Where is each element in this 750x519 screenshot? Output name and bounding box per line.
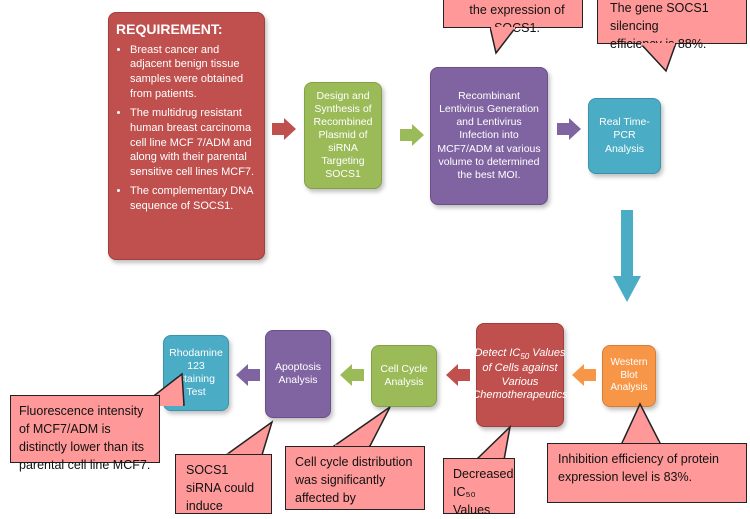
- callout-inhibition-efficiency: Inhibition efficiency of protein express…: [547, 443, 747, 503]
- requirement-list: Breast cancer and adjacent benign tissue…: [116, 43, 257, 218]
- ic50-prefix: Detect IC: [474, 346, 521, 359]
- callout-fluorescence: Fluorescence intensity of MCF7/ADM is di…: [10, 395, 160, 472]
- requirement-item: Breast cancer and adjacent benign tissue…: [130, 43, 257, 102]
- step-design-box: Design and Synthesis of Recombined Plasm…: [304, 82, 382, 189]
- callout-tail: [490, 27, 517, 55]
- callout-tail: [331, 406, 391, 447]
- step-cell-cycle-label: Cell Cycle Analysis: [380, 362, 428, 388]
- requirement-title: REQUIREMENT:: [116, 21, 223, 37]
- ic50-subscript: 50: [520, 351, 530, 361]
- arrow-left-icon: [340, 364, 364, 386]
- ic50-suffix: Values of Cells against Various Chemothe…: [472, 346, 568, 402]
- callout-text: Decreased IC₅₀ Values: [453, 467, 514, 518]
- step-western-box: Western Blot Analysis: [602, 345, 656, 407]
- callout-tail: [620, 402, 662, 444]
- callout-text: Fluorescence intensity of MCF7/ADM is di…: [19, 404, 151, 473]
- requirement-box: REQUIREMENT: Breast cancer and adjacent …: [108, 12, 265, 260]
- callout-text: SOCS1 siRNA could induce: [186, 463, 255, 514]
- step-ic50-label: Detect IC50 Values of Cells against Vari…: [472, 347, 567, 403]
- step-rhodamine-label: Rhodamine 123 Staining Test: [169, 346, 223, 399]
- callout-tail: [640, 43, 677, 73]
- arrow-left-icon: [446, 364, 470, 386]
- arrow-down-icon: [613, 210, 641, 302]
- callout-tail: [474, 425, 512, 461]
- callout-text: Inhibition efficiency of protein express…: [558, 452, 719, 485]
- callout-silencing-efficiency: The gene SOCS1 silencing efficiency is 8…: [597, 0, 747, 51]
- arrow-right-icon: [272, 118, 296, 140]
- step-lentivirus-box: Recombinant Lentivirus Generation and Le…: [430, 67, 548, 205]
- step-apoptosis-box: Apoptosis Analysis: [265, 330, 331, 418]
- step-design-label: Design and Synthesis of Recombined Plasm…: [313, 89, 373, 181]
- step-rhodamine-box: Rhodamine 123 Staining Test: [163, 335, 229, 411]
- arrow-left-icon: [572, 364, 596, 386]
- step-pcr-box: Real Time-PCR Analysis: [588, 98, 661, 174]
- step-cell-cycle-box: Cell Cycle Analysis: [371, 345, 437, 407]
- callout-tail: [223, 420, 274, 456]
- callout-socs1-expression: the expression of SOCS1.: [443, 0, 583, 35]
- arrow-right-icon: [557, 118, 581, 140]
- step-ic50-box: Detect IC50 Values of Cells against Vari…: [472, 323, 568, 427]
- step-western-label: Western Blot Analysis: [610, 357, 648, 394]
- step-lentivirus-label: Recombinant Lentivirus Generation and Le…: [437, 90, 541, 181]
- step-pcr-label: Real Time-PCR Analysis: [599, 116, 650, 155]
- arrow-right-icon: [400, 124, 424, 146]
- callout-decreased-ic50: Decreased IC₅₀ Values: [443, 458, 515, 518]
- step-apoptosis-label: Apoptosis Analysis: [274, 360, 322, 386]
- callout-cell-cycle-distribution: Cell cycle distribution was significantl…: [285, 446, 425, 510]
- callout-text: Cell cycle distribution was significantl…: [295, 455, 413, 506]
- requirement-item: The multidrug resistant human breast car…: [130, 106, 257, 180]
- arrow-left-icon: [236, 364, 260, 386]
- callout-text-line1: The gene SOCS1 silencing: [610, 1, 709, 34]
- callout-socs1-sirna: SOCS1 siRNA could induce: [175, 454, 272, 514]
- callout-text: the expression of SOCS1.: [469, 3, 565, 36]
- requirement-item: The complementary DNA sequence of SOCS1.: [130, 184, 257, 214]
